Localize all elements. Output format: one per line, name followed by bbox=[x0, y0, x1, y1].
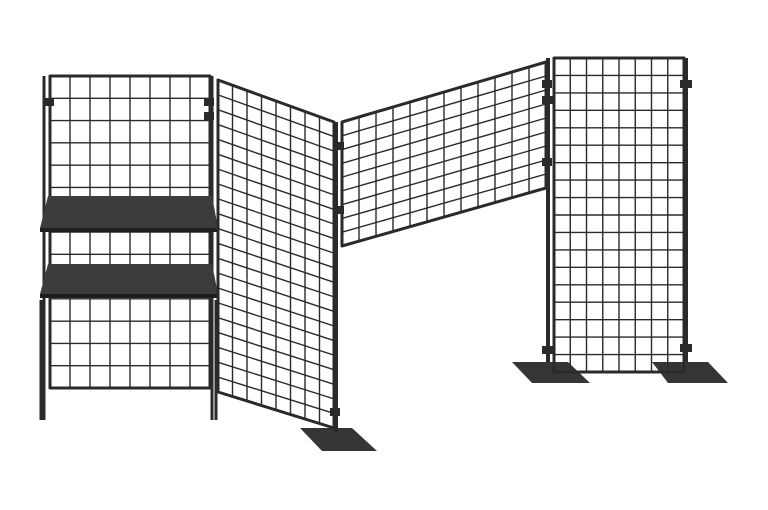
grid-wire-horizontal bbox=[341, 117, 547, 178]
grid-wire-horizontal bbox=[341, 173, 547, 233]
grid-wire-horizontal bbox=[217, 109, 335, 152]
grid-wire-horizontal bbox=[217, 138, 335, 181]
shelf-lower bbox=[40, 264, 218, 298]
base-plate-right-b bbox=[652, 362, 728, 383]
grid-wire-horizontal bbox=[217, 272, 335, 313]
base-plate-left bbox=[300, 428, 377, 451]
grid-wire-horizontal bbox=[341, 145, 547, 206]
middle-angled-panel bbox=[340, 60, 548, 248]
shelf-upper bbox=[40, 196, 218, 232]
grid-wire-horizontal bbox=[217, 376, 335, 415]
grid-wire-horizontal bbox=[217, 287, 335, 327]
right-panel bbox=[552, 56, 686, 374]
grid-wire-horizontal bbox=[217, 123, 335, 167]
grid-wire-horizontal bbox=[217, 302, 335, 342]
right-unit-posts bbox=[546, 58, 688, 362]
grid-wire-horizontal bbox=[217, 94, 335, 138]
grid-wire-horizontal bbox=[217, 317, 335, 356]
grid-wire-horizontal bbox=[341, 103, 547, 165]
grid-wire-horizontal bbox=[341, 75, 547, 137]
panel-clamps bbox=[44, 80, 692, 416]
grid-wire-horizontal bbox=[217, 198, 335, 240]
grid-wire-horizontal bbox=[217, 331, 335, 371]
grid-wire-horizontal bbox=[217, 361, 335, 400]
grid-wire-horizontal bbox=[341, 89, 547, 151]
grid-wire-horizontal bbox=[217, 183, 335, 225]
grid-wire-horizontal bbox=[341, 131, 547, 192]
grid-wire-horizontal bbox=[217, 257, 335, 298]
grid-wire-horizontal bbox=[341, 159, 547, 220]
left-unit-frame bbox=[39, 76, 218, 420]
grid-wire-horizontal bbox=[217, 346, 335, 385]
grid-wire-horizontal bbox=[217, 168, 335, 211]
grid-wire-horizontal bbox=[217, 213, 335, 254]
grid-wire-horizontal bbox=[217, 242, 335, 283]
grid-wire-horizontal bbox=[217, 153, 335, 196]
grid-wire-horizontal bbox=[217, 227, 335, 269]
